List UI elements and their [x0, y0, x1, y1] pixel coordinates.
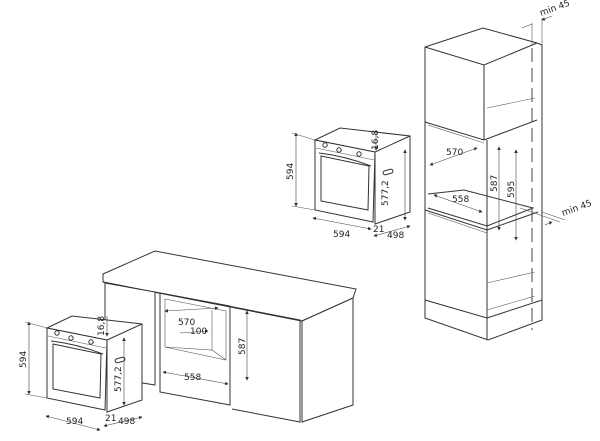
undercounter-vent-label: 100: [190, 327, 207, 337]
oven-top-offset-label: 16,8: [371, 130, 381, 150]
undercounter-inner-width-label: 558: [184, 373, 201, 383]
oven-width-label: 594: [333, 230, 350, 240]
column-clearance-top-label: min 45: [539, 0, 572, 19]
oven2-top-offset-label: 16,8: [97, 316, 107, 336]
undercounter-height-label: 587: [238, 338, 248, 355]
oven2-height-label: 594: [19, 351, 29, 368]
oven-dimensions-column: 594 594 21 498 577,2 16,8: [286, 130, 411, 241]
column-height-max-label: 595: [507, 181, 517, 198]
oven2-body-height-label: 577,2: [114, 366, 124, 392]
oven2-width-label: 594: [66, 417, 83, 427]
oven-body-height-label: 577,2: [381, 180, 391, 206]
oven-panel-label: 21: [373, 225, 384, 235]
oven-dimensions-undercounter: 594 594 21 498 577,2 16,8: [19, 316, 143, 431]
column-height-min-label: 587: [490, 175, 500, 192]
column-clearance-bottom-label: min 45: [561, 199, 594, 219]
undercounter-width-label: 570: [178, 318, 195, 328]
oven-height-label: 594: [286, 163, 296, 180]
oven2-panel-label: 21: [105, 414, 116, 424]
tall-column-drawing: 570 558 587 595 min 45 min 45: [424, 0, 594, 341]
oven-depth-label: 498: [387, 231, 404, 241]
counter-cabinet-drawing: 570 100 558 587: [102, 250, 357, 423]
column-inner-width-label: 558: [452, 195, 469, 205]
column-width-label: 570: [446, 148, 463, 158]
oven2-depth-label: 498: [118, 417, 135, 427]
oven-drawing-undercounter: [46, 315, 143, 413]
oven-drawing-column: [314, 127, 411, 225]
